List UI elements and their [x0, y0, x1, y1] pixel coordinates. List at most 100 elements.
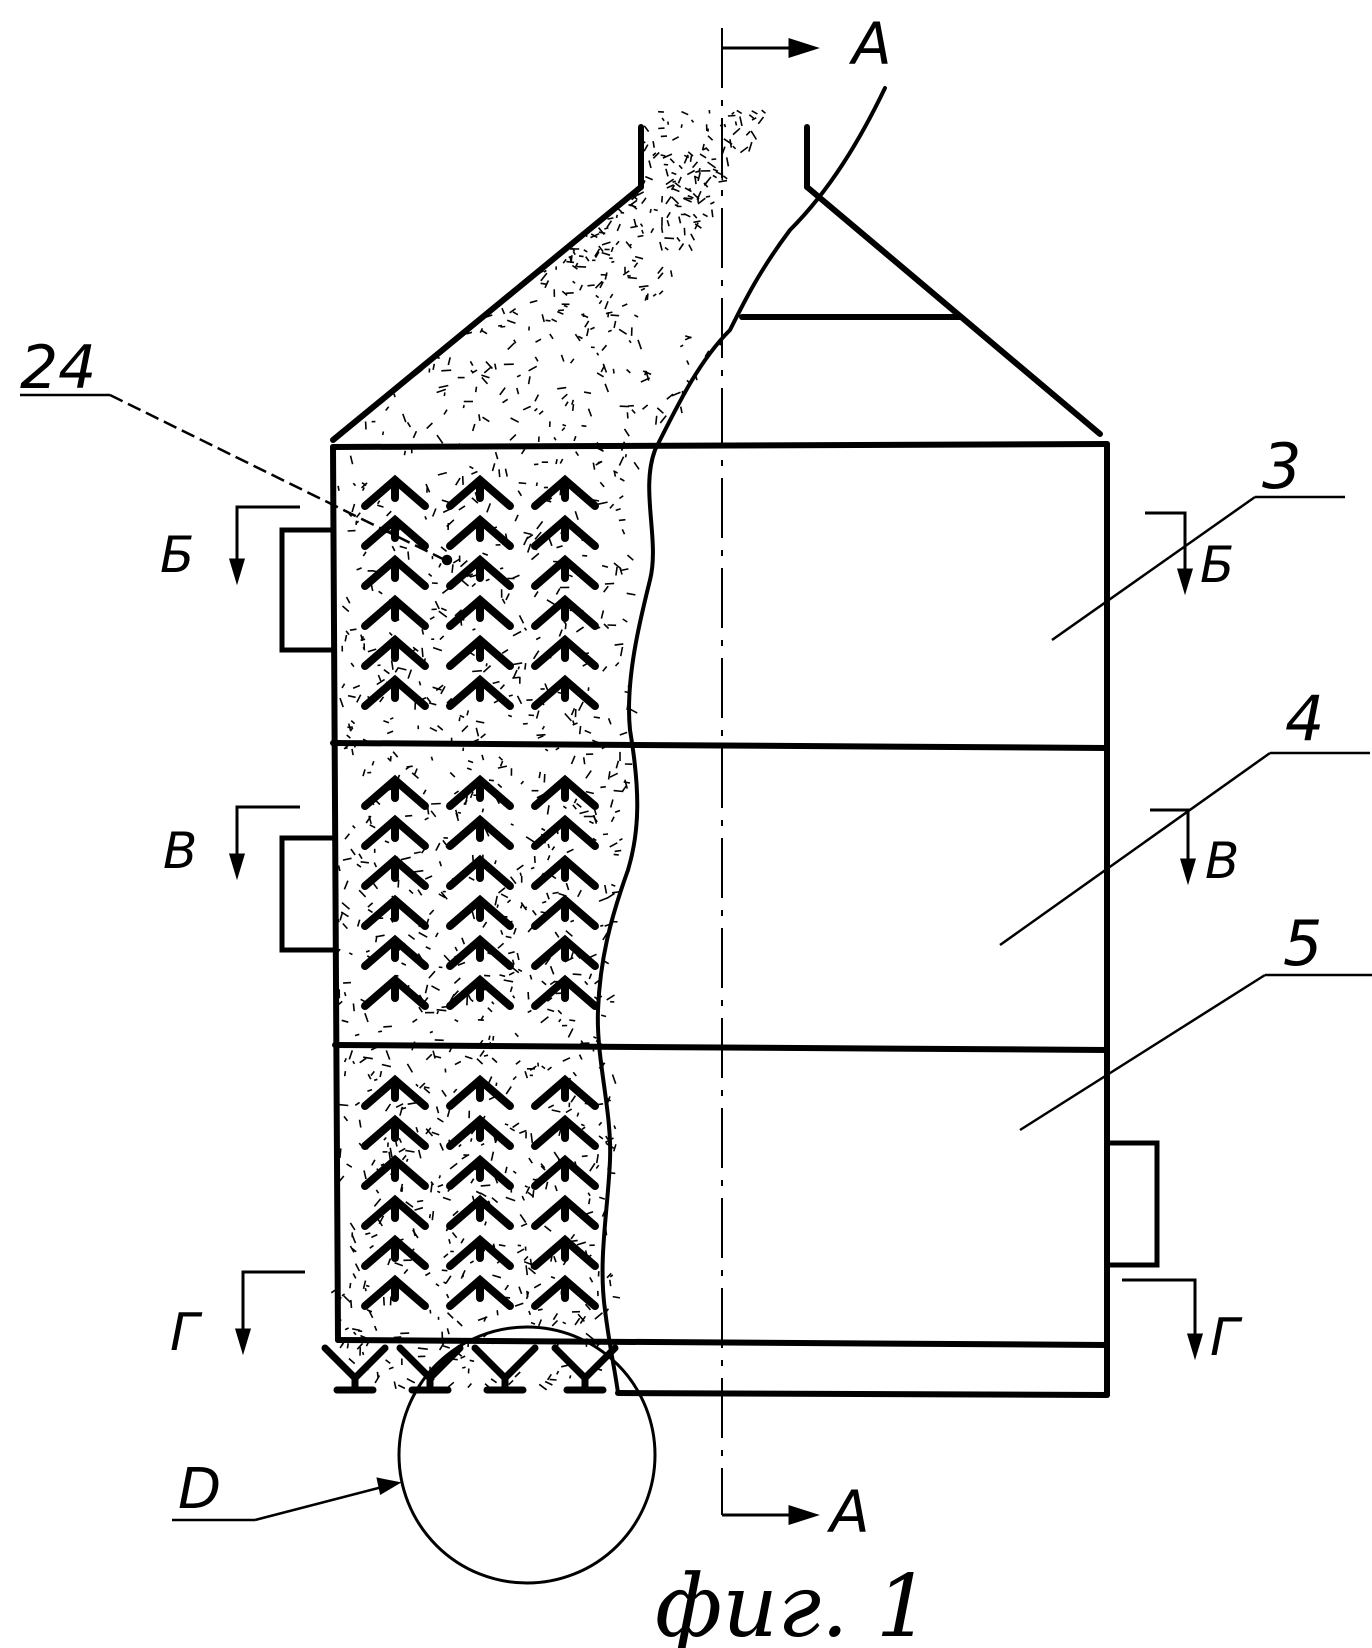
- speckle-dot: [482, 755, 484, 760]
- speckle-dot: [616, 663, 619, 667]
- speckle-dot: [617, 224, 620, 231]
- speckle-dot: [450, 773, 455, 778]
- speckle-dot: [441, 547, 447, 552]
- speckle-dot: [485, 1222, 486, 1226]
- speckle-dot: [700, 154, 706, 158]
- speckle-dot: [537, 711, 539, 719]
- speckle-dot: [560, 459, 562, 464]
- speckle-dot: [553, 892, 559, 893]
- speckle-dot: [710, 202, 714, 204]
- speckle-dot: [577, 1113, 578, 1117]
- speckle-dot: [599, 246, 603, 252]
- speckle-dot: [488, 1008, 492, 1012]
- speckle-dot: [733, 146, 736, 149]
- cone-left: [333, 187, 641, 440]
- speckle-dot: [566, 1109, 572, 1113]
- speckle-dot: [426, 947, 431, 949]
- speckle-dot: [562, 355, 564, 362]
- speckle-dot: [343, 983, 351, 984]
- speckle-dot: [693, 162, 698, 168]
- speckle-dot: [506, 469, 508, 477]
- speckle-dot: [425, 876, 432, 879]
- speckle-dot: [521, 905, 523, 909]
- speckle-dot: [493, 463, 495, 471]
- speckle-dot: [455, 1020, 459, 1022]
- packing-chevron: [535, 940, 595, 966]
- speckle-dot: [517, 953, 519, 960]
- speckle-dot: [678, 177, 681, 183]
- speckle-dot: [354, 1332, 356, 1335]
- speckle-dot: [639, 286, 649, 287]
- speckle-dot: [630, 226, 637, 227]
- speckle-dot: [563, 259, 566, 263]
- speckle-dot: [751, 131, 756, 140]
- speckle-dot: [431, 811, 436, 817]
- speckle-dot: [491, 1152, 493, 1161]
- divider-3-4: [333, 743, 1107, 748]
- speckle-dot: [374, 1199, 380, 1207]
- speckle-dot: [679, 244, 683, 251]
- speckle-dot: [405, 816, 412, 817]
- speckle-dot: [547, 893, 549, 900]
- speckle-dot: [357, 695, 361, 703]
- speckle-dot: [619, 457, 623, 466]
- speckle-dot: [502, 650, 508, 654]
- speckle-dot: [601, 610, 603, 618]
- speckle-dot: [601, 1015, 606, 1016]
- speckle-dot: [500, 568, 503, 569]
- speckle-dot: [657, 408, 663, 413]
- speckle-dot: [578, 890, 581, 897]
- speckle-dot: [559, 1019, 561, 1022]
- speckle-dot: [510, 1128, 515, 1131]
- speckle-dot: [347, 1164, 352, 1167]
- speckle-dot: [423, 790, 426, 794]
- speckle-dot: [634, 462, 639, 469]
- speckle-dot: [585, 731, 591, 734]
- speckle-dot: [361, 862, 369, 863]
- speckle-dot: [493, 1036, 494, 1041]
- speckle-dot: [643, 405, 648, 409]
- speckle-dot: [534, 1284, 541, 1288]
- speckle-dot: [507, 900, 510, 903]
- speckle-dot: [349, 1359, 355, 1364]
- packing-chevron: [535, 780, 595, 806]
- speckle-dot: [607, 893, 615, 898]
- speckle-dot: [384, 1138, 386, 1141]
- speckle-dot: [458, 813, 461, 814]
- speckle-dot: [517, 1249, 524, 1253]
- speckle-dot: [524, 533, 532, 535]
- speckle-dot: [437, 1107, 439, 1114]
- speckle-dot: [444, 393, 445, 397]
- packing-chevron: [450, 900, 510, 926]
- speckle-dot: [653, 294, 656, 296]
- speckle-dot: [439, 563, 441, 567]
- label-v-left: В: [163, 822, 197, 880]
- speckle-dot: [625, 429, 630, 436]
- speckle-dot: [584, 757, 585, 764]
- speckle-dot: [604, 586, 609, 592]
- speckle-dot: [515, 1033, 518, 1037]
- speckle-dot: [611, 247, 613, 252]
- speckle-dot: [443, 1198, 451, 1201]
- speckle-dot: [545, 1226, 552, 1231]
- speckle-dot: [357, 513, 361, 518]
- speckle-dot: [520, 615, 524, 623]
- speckle-dot: [468, 761, 473, 763]
- speckle-dot: [359, 890, 366, 897]
- speckle-dot: [576, 452, 579, 456]
- speckle-dot: [384, 1297, 385, 1306]
- speckle-dot: [459, 506, 465, 510]
- support-foot: [475, 1348, 535, 1390]
- speckle-dot: [452, 564, 453, 573]
- speckle-dot: [762, 110, 766, 113]
- speckle-dot: [626, 454, 627, 457]
- speckle-dot: [608, 218, 614, 219]
- speckle-dot: [407, 1064, 412, 1073]
- speckle-dot: [662, 118, 664, 121]
- speckle-dot: [413, 1230, 418, 1238]
- packing-chevron: [535, 560, 595, 586]
- speckle-dot: [345, 992, 346, 996]
- speckle-dot: [574, 436, 576, 441]
- speckle-dot: [514, 928, 516, 934]
- speckle-dot: [374, 1079, 377, 1080]
